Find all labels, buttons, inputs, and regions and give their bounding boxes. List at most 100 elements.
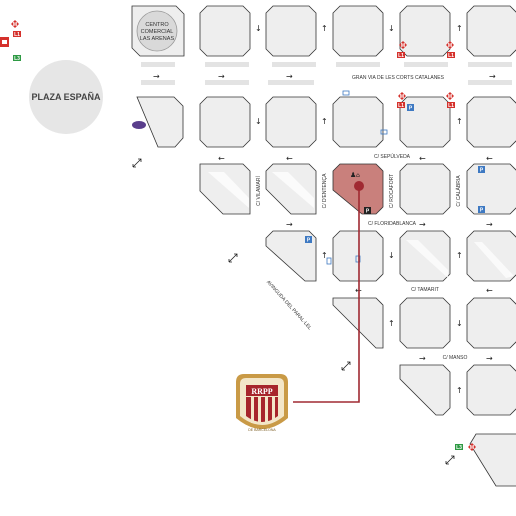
- arrow-up-icon: ↑: [456, 251, 463, 260]
- metro-badge-4: M L1: [446, 92, 455, 109]
- metro-icon: [446, 92, 454, 100]
- arrow-right-icon: →: [218, 72, 225, 81]
- arrow-right-icon: →: [419, 354, 426, 363]
- block-7-1: [469, 433, 516, 487]
- street-rocafort: C/ ROCAFORT: [389, 174, 395, 208]
- arrow-up-icon: ↑: [456, 24, 463, 33]
- metro-markers: M L1 M L1 M L1 M L1 M L1 L3: [11, 20, 476, 451]
- svg-text:P: P: [366, 209, 370, 215]
- arrow-right-icon: →: [286, 72, 293, 81]
- person-icon: ♟: [350, 171, 356, 179]
- metro-icon: [399, 41, 407, 49]
- block-2-2: [199, 96, 251, 148]
- block-3-5: [466, 163, 516, 215]
- arrow-right-icon: →: [286, 220, 293, 229]
- destination-marker: [354, 181, 364, 191]
- route-line: [293, 186, 360, 403]
- arrow-up-icon: ↑: [388, 319, 395, 328]
- svg-text:M: M: [400, 94, 404, 100]
- metro-badge-3: M L1: [397, 92, 406, 109]
- arrow-up-icon: ↑: [321, 24, 328, 33]
- block-2-4: [332, 96, 384, 148]
- street-floridablanca: C/ FLORIDABLANCA: [368, 221, 417, 227]
- arrow-left-icon: ←: [286, 154, 293, 163]
- metro-icon: [11, 20, 19, 28]
- parking-markers: P P P P P: [305, 104, 485, 244]
- arrow-down-icon: ↓: [255, 24, 262, 33]
- bus-stop-markers: [326, 90, 388, 265]
- parking-icon-1: P: [407, 104, 414, 112]
- arrow-up-icon: ↑: [456, 386, 463, 395]
- mall-label-1: CENTRO: [145, 22, 169, 28]
- block-2-3: [265, 96, 317, 148]
- svg-text:L1: L1: [448, 53, 454, 59]
- block-3-1: [199, 163, 251, 215]
- arrow-left-icon: ←: [419, 154, 426, 163]
- bus-stop-icon: [355, 255, 361, 263]
- arrow-down-icon: ↓: [388, 24, 395, 33]
- parking-icon-2: P: [305, 236, 312, 244]
- block-1-5: [399, 5, 451, 57]
- svg-text:M: M: [448, 43, 452, 49]
- bus-stop-icon: [342, 90, 350, 96]
- block-5-1: [332, 297, 384, 349]
- svg-text:L3: L3: [456, 445, 462, 451]
- metro-icon: [446, 41, 454, 49]
- block-3-4: [399, 163, 451, 215]
- las-arenas-mall: [136, 10, 178, 52]
- svg-text:L1: L1: [398, 53, 404, 59]
- svg-text:M: M: [401, 43, 405, 49]
- arrow-left-icon: ←: [218, 154, 225, 163]
- block-4-1: [265, 230, 317, 282]
- street-sepulveda: C/ SEPÚLVEDA: [374, 153, 411, 160]
- block-5-2: [399, 297, 451, 349]
- mall-label-2: COMERCIAL: [141, 29, 174, 35]
- block-2-1: [136, 96, 184, 148]
- svg-text:L1: L1: [448, 103, 454, 109]
- building-icon: ⌂: [356, 172, 360, 179]
- arrow-up-icon: ↑: [321, 117, 328, 126]
- plaza-espana: [29, 60, 103, 134]
- svg-text:M: M: [13, 22, 17, 28]
- bus-stop-icon: [380, 129, 388, 135]
- diagonal-arrow-icon: [341, 361, 351, 371]
- block-1-3: [265, 5, 317, 57]
- logo-stripes: [251, 397, 275, 424]
- metro-badge-1: M L1: [397, 41, 407, 59]
- block-3-2: [265, 163, 317, 215]
- svg-text:P: P: [480, 208, 484, 214]
- diagonal-arrow-icon: [228, 253, 238, 263]
- diagonal-arrows: [132, 158, 455, 465]
- block-1-4: [332, 5, 384, 57]
- mall-label-3: LAS ARENAS: [140, 36, 175, 42]
- metro-badge-6: M L3: [455, 443, 476, 451]
- street-gran-via: GRAN VIA DE LES CORTS CATALANES: [352, 75, 445, 81]
- block-1-2: [199, 5, 251, 57]
- logo-ring-text: DE BARCELONA: [248, 428, 276, 432]
- svg-text:P: P: [409, 106, 413, 112]
- metro-badge-2: M L1: [446, 41, 455, 59]
- svg-text:M: M: [470, 445, 474, 451]
- plaza-espana-label: PLAZA ESPAÑA: [31, 92, 101, 102]
- blocks-row-1: CENTRO COMERCIAL LAS ARENAS: [131, 5, 516, 57]
- parking-icon-3: P: [478, 166, 485, 174]
- bus-icon: [132, 121, 146, 129]
- street-paral-lel: AVINGUDA DEL PARAL·LEL: [265, 279, 313, 331]
- arrow-right-icon: →: [486, 220, 493, 229]
- svg-text:M: M: [448, 94, 452, 100]
- parking-icon-4: P: [478, 206, 485, 214]
- arrow-right-icon: →: [153, 72, 160, 81]
- arrow-right-icon: →: [419, 220, 426, 229]
- metro-badge-5: M L1 L3: [11, 20, 21, 62]
- block-2-6: [466, 96, 516, 148]
- arrow-down-icon: ↓: [388, 251, 395, 260]
- street-strips: [141, 62, 512, 85]
- street-entenca: C/ D'ENTENÇA: [322, 173, 328, 209]
- street-calabria: C/ CALÀBRIA: [455, 175, 462, 207]
- svg-text:L3: L3: [14, 56, 20, 62]
- arrow-up-icon: ↑: [456, 117, 463, 126]
- arrow-down-icon: ↓: [255, 117, 262, 126]
- rail-icon: [0, 37, 9, 47]
- arrow-right-icon: →: [486, 354, 493, 363]
